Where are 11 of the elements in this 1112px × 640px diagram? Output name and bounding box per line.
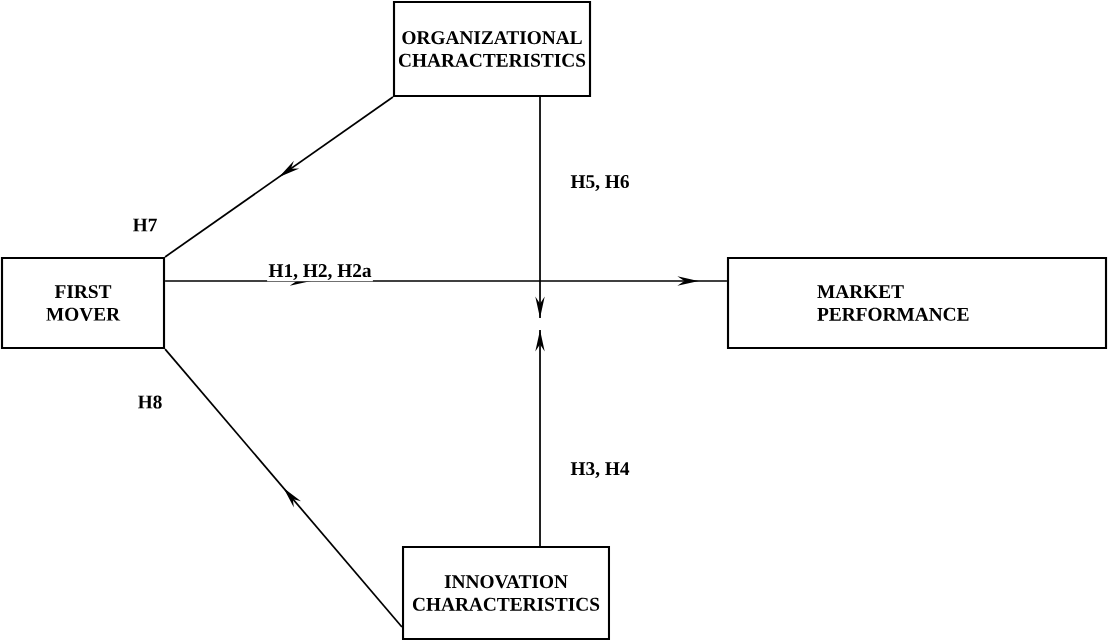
arrow: [164, 96, 394, 258]
box: MARKET PERFORMANCE: [726, 256, 1108, 350]
box: ORGANIZATIONAL CHARACTERISTICS: [392, 0, 592, 98]
edge-label: H1, H2, H2a: [267, 262, 373, 282]
arrow: [164, 348, 403, 628]
box: FIRST MOVER: [0, 256, 166, 350]
edge-label: H8: [136, 394, 164, 410]
edge-label: H7: [131, 217, 159, 233]
edge-label: H5, H6: [569, 173, 631, 193]
box: INNOVATION CHARACTERISTICS: [401, 545, 611, 640]
edge-label: H3, H4: [569, 460, 631, 480]
